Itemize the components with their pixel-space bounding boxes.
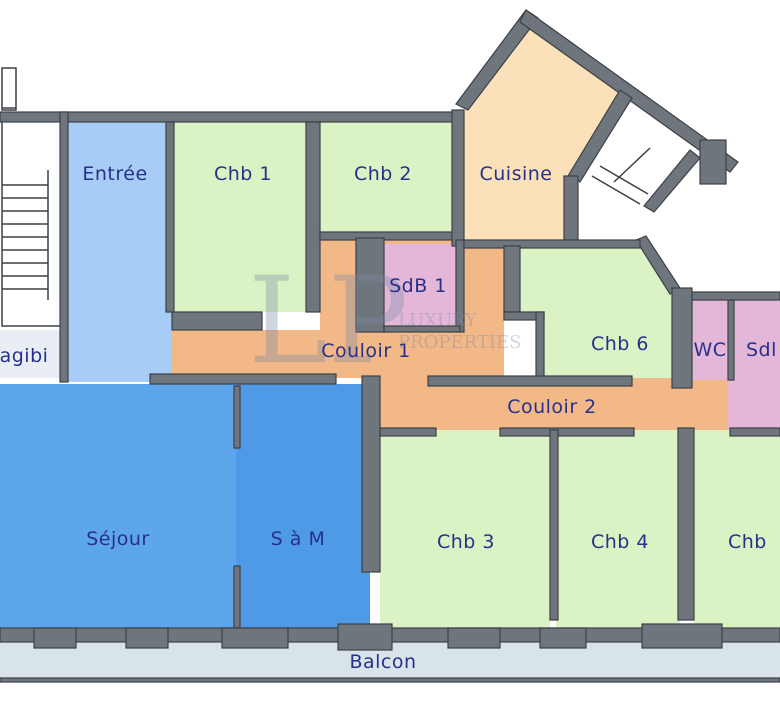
room-sam <box>236 384 370 628</box>
room-cuisine <box>464 26 620 246</box>
room-chb6 <box>520 246 674 378</box>
label-wc: WC <box>693 339 726 361</box>
room-degagement <box>0 330 68 378</box>
service-stair-detail <box>591 147 651 205</box>
label-couloir1: Couloir 1 <box>321 340 411 362</box>
label-entree: Entrée <box>82 163 147 185</box>
label-degagement: agibi <box>0 345 48 367</box>
label-cuisine: Cuisine <box>480 163 553 185</box>
main-staircase <box>1 67 63 327</box>
room-wc <box>692 300 728 380</box>
watermark-monogram: LP <box>248 252 408 391</box>
room-sdb1 <box>384 244 456 330</box>
room-chb2 <box>320 122 452 238</box>
label-couloir2: Couloir 2 <box>507 396 597 418</box>
label-chb5: Chb <box>728 531 767 553</box>
label-chb2: Chb 2 <box>354 163 412 185</box>
room-chb5 <box>694 430 780 628</box>
room-sejour <box>0 384 236 628</box>
label-sdb1: SdB 1 <box>389 275 447 297</box>
room-entree <box>66 122 172 382</box>
label-chb3: Chb 3 <box>437 531 495 553</box>
label-chb6: Chb 6 <box>591 333 649 355</box>
label-sejour: Séjour <box>86 528 150 550</box>
walls <box>0 9 780 683</box>
label-chb4: Chb 4 <box>591 531 649 553</box>
room-chb4 <box>556 430 680 628</box>
room-chb3 <box>380 430 550 628</box>
room-labels: Entrée Chb 1 Chb 2 Cuisine SdB 1 agibi C… <box>0 163 777 673</box>
label-chb1: Chb 1 <box>214 163 272 185</box>
watermark-line1: LUXURY <box>398 310 478 331</box>
label-sam: S à M <box>271 528 326 550</box>
label-balcon: Balcon <box>349 651 416 673</box>
watermark: LP LUXURY PROPERTIES <box>248 252 522 391</box>
room-sdb2 <box>728 300 780 432</box>
room-couloir2 <box>380 378 728 430</box>
room-chb1 <box>172 122 314 312</box>
label-sdb2: Sdl <box>746 339 777 361</box>
watermark-line2: PROPERTIES <box>398 332 522 353</box>
